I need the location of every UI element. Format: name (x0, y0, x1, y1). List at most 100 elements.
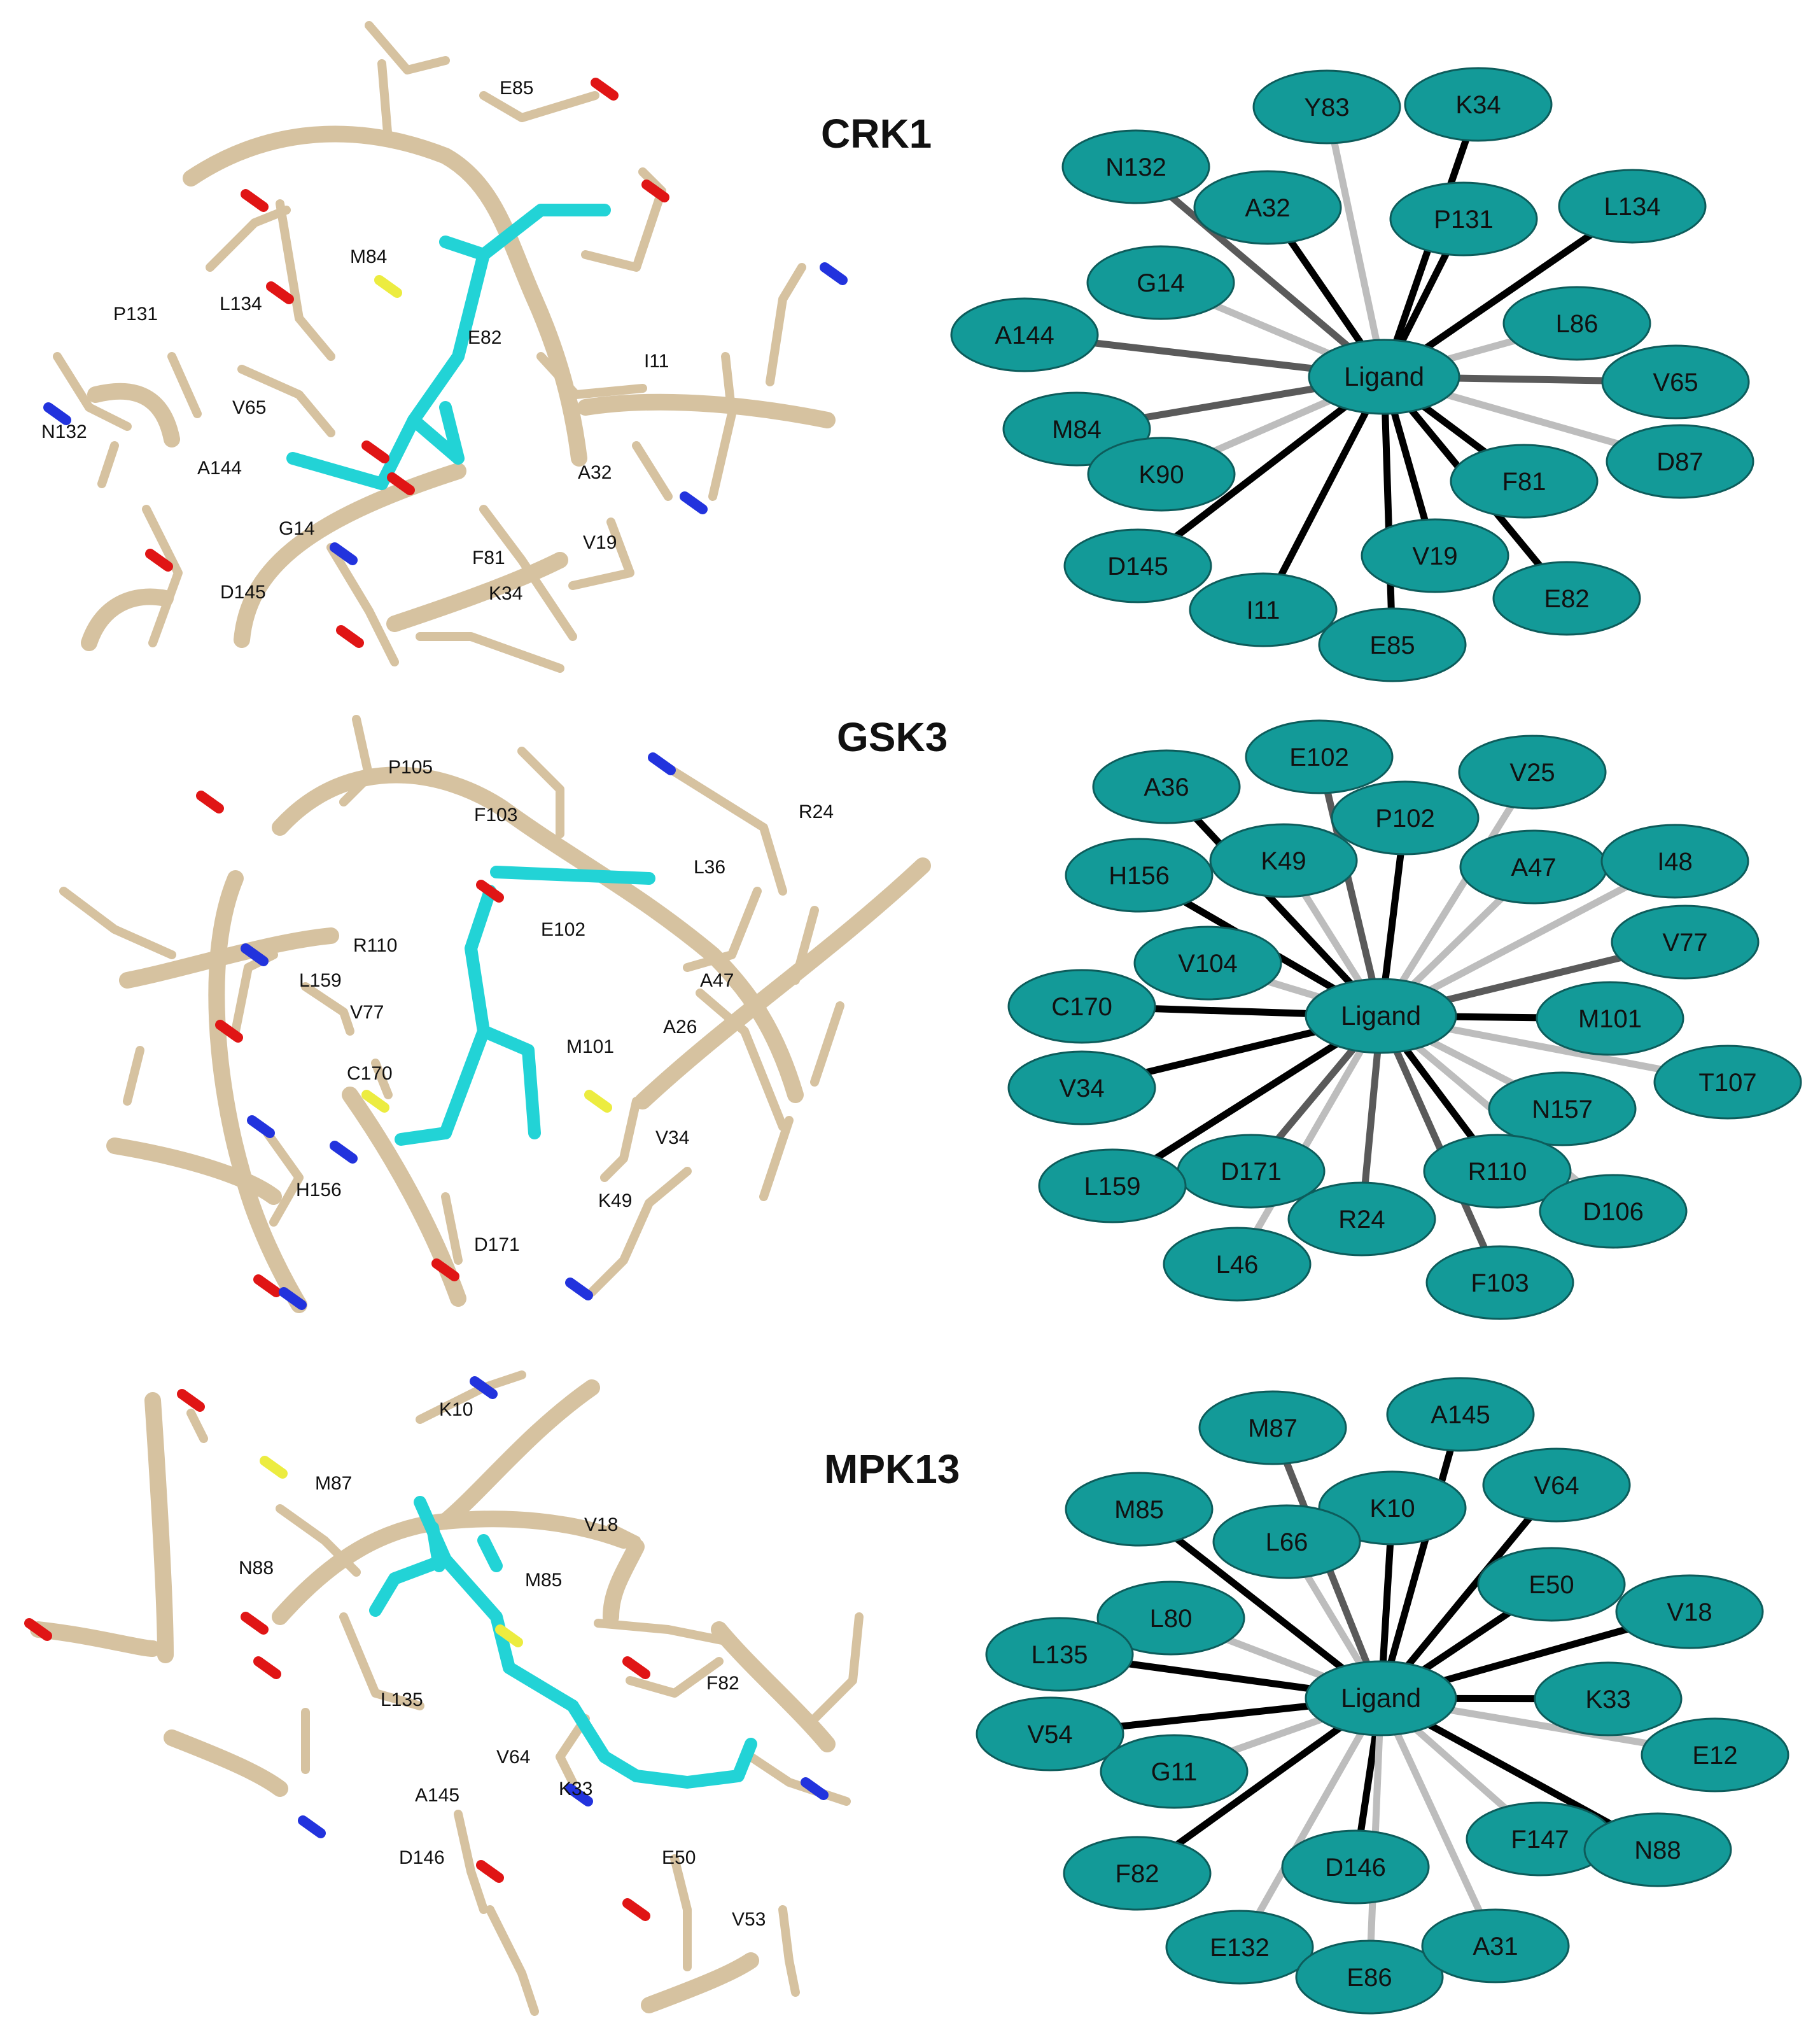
network-node: V65 (1601, 344, 1750, 419)
residue-side-chain (479, 505, 577, 641)
network-edge (1236, 1696, 1384, 1949)
network-node-shape (1287, 1181, 1436, 1257)
network-node-shape (1281, 1829, 1430, 1905)
network-node: V64 (1482, 1447, 1631, 1523)
nitrogen-atom (801, 1777, 829, 1800)
residue-side-chain (441, 1192, 463, 1265)
residue-label: K33 (559, 1778, 592, 1799)
network-node-label: D171 (1221, 1158, 1282, 1186)
oxygen-atom (253, 1656, 281, 1679)
residue-label: R24 (799, 801, 834, 822)
network-node: K49 (1209, 823, 1358, 898)
backbone-ribbon (634, 857, 931, 1109)
residue-label: L134 (220, 293, 262, 314)
residue-label: V18 (584, 1514, 618, 1535)
residue-side-chain (59, 887, 176, 959)
ligand-stick (477, 1534, 503, 1572)
network-node: A31 (1421, 1908, 1570, 1983)
oxygen-atom (241, 189, 269, 212)
network-node: L66 (1212, 1504, 1361, 1579)
residue-label: V34 (655, 1127, 689, 1148)
network-node-shape (1421, 1908, 1570, 1983)
residue-side-chain (581, 167, 666, 272)
backbone-ribbon (437, 1379, 600, 1530)
oxygen-atom (241, 1612, 269, 1635)
residue-side-chain (587, 1167, 692, 1297)
nitrogen-atom (298, 1815, 326, 1838)
network-edge (1260, 375, 1387, 612)
network-node: V77 (1611, 905, 1760, 980)
residue-side-chain (142, 505, 183, 647)
network-node-shape (1601, 344, 1750, 419)
network-node-label: V64 (1534, 1472, 1579, 1500)
residue-label: D145 (220, 582, 266, 603)
ligand-node: Ligand (1308, 339, 1460, 415)
residue-label: V77 (350, 1002, 384, 1023)
residue-label: E102 (541, 919, 585, 940)
network-node-label: F82 (1116, 1860, 1159, 1888)
network-node-shape (1477, 1547, 1626, 1622)
network-node: F147 (1466, 1801, 1614, 1877)
residue-side-chain (791, 906, 819, 985)
ligand-stick (375, 236, 490, 490)
residue-side-chain (371, 1059, 393, 1099)
network-node-shape (950, 297, 1099, 372)
residue-side-chain (810, 1001, 844, 1087)
network-edge (1323, 106, 1388, 378)
network-node: M101 (1536, 981, 1684, 1056)
network-node-label: V65 (1653, 369, 1698, 397)
network-node-shape (1245, 719, 1394, 794)
oxygen-atom (476, 1860, 504, 1883)
network-node-label: P131 (1434, 206, 1493, 234)
network-node-label: F103 (1471, 1269, 1529, 1297)
network-node: I11 (1189, 572, 1338, 647)
network-node-shape (1450, 444, 1599, 519)
residue-label: V19 (583, 532, 617, 553)
residue-side-chain (632, 441, 673, 501)
network-node: D87 (1606, 424, 1754, 499)
network-node-label: V19 (1412, 542, 1457, 570)
network-node-label: D145 (1107, 553, 1168, 581)
oxygen-atom (476, 880, 504, 903)
residue-label: K34 (489, 583, 522, 604)
oxygen-atom (253, 1274, 281, 1297)
network-node-label: V54 (1027, 1721, 1072, 1749)
residue-label: R110 (353, 935, 398, 956)
backbone-ribbon (87, 383, 180, 447)
network-node-shape (1404, 67, 1553, 142)
residue-label: N88 (239, 1558, 274, 1579)
network-node: E82 (1492, 561, 1641, 636)
network-node-shape (1386, 1377, 1535, 1452)
residue-label: A26 (663, 1017, 697, 1038)
network-node-label: E85 (1369, 631, 1415, 659)
network-node-shape (1295, 1940, 1444, 2015)
residue-label: F81 (472, 547, 505, 568)
residue-label: F103 (474, 805, 517, 826)
network-node-label: D106 (1583, 1198, 1644, 1226)
residue-side-chain (600, 1097, 641, 1182)
residue-side-chain (708, 352, 736, 501)
panel-title-crk1: CRK1 (821, 111, 932, 157)
network-node: L46 (1163, 1227, 1312, 1302)
ligand-node: Ligand (1305, 1660, 1457, 1736)
ligand-stick (490, 866, 655, 885)
network-node-label: L135 (1032, 1641, 1088, 1669)
residue-side-chain (454, 1810, 488, 1914)
ligand-node-shape (1305, 1660, 1457, 1736)
ligand-stick (407, 401, 465, 465)
network-node-shape (1163, 1227, 1312, 1302)
backbone-ribbon (234, 463, 466, 648)
network-node-shape (985, 1617, 1134, 1692)
nitrogen-atom (43, 402, 71, 425)
network-node: V34 (1007, 1050, 1156, 1125)
network-node: E12 (1641, 1717, 1789, 1792)
residue-side-chain (626, 1657, 724, 1698)
network-node-shape (1611, 905, 1760, 980)
residue-side-chain (231, 950, 278, 1036)
nitrogen-atom (565, 1784, 593, 1806)
network-node-label: M87 (1248, 1414, 1298, 1442)
network-node-shape (1502, 286, 1651, 361)
residue-label: D171 (474, 1234, 520, 1255)
